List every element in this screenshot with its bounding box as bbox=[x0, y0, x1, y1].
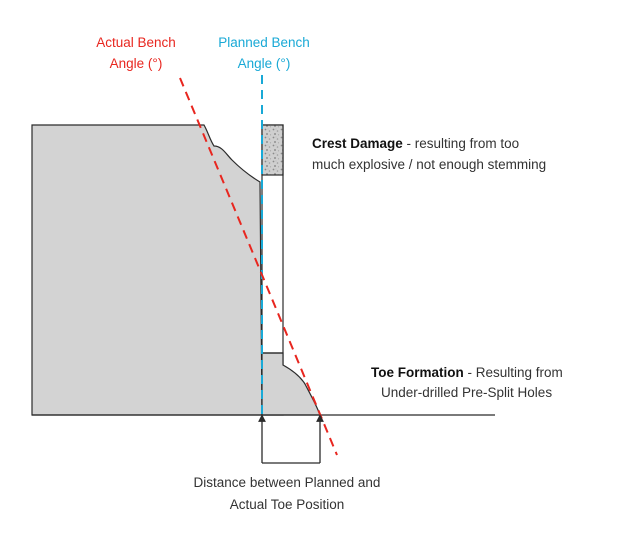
toe-annotation-title: Toe Formation bbox=[371, 365, 464, 380]
crest-annotation-line1: Crest Damage - resulting from too bbox=[312, 136, 519, 151]
actual-angle-label-line2: Angle (°) bbox=[110, 56, 163, 71]
actual-angle-label-line1: Actual Bench bbox=[96, 35, 176, 50]
distance-caption-line1: Distance between Planned and bbox=[194, 475, 381, 490]
toe-annotation-line1: Toe Formation - Resulting from bbox=[371, 365, 563, 380]
crest-annotation-line2: much explosive / not enough stemming bbox=[312, 157, 546, 172]
distance-caption-line2: Actual Toe Position bbox=[230, 497, 345, 512]
toe-annotation-rest: - Resulting from bbox=[464, 365, 563, 380]
planned-angle-label-line2: Angle (°) bbox=[238, 56, 291, 71]
crest-annotation-rest: - resulting from too bbox=[403, 136, 519, 151]
toe-formation-region bbox=[261, 352, 321, 416]
crest-annotation-title: Crest Damage bbox=[312, 136, 403, 151]
rock-bench bbox=[31, 124, 263, 416]
planned-angle-label-line1: Planned Bench bbox=[218, 35, 310, 50]
crest-damage-block bbox=[261, 124, 284, 176]
toe-annotation-line2: Under-drilled Pre-Split Holes bbox=[381, 385, 552, 400]
actual-angle-line bbox=[179, 77, 338, 456]
